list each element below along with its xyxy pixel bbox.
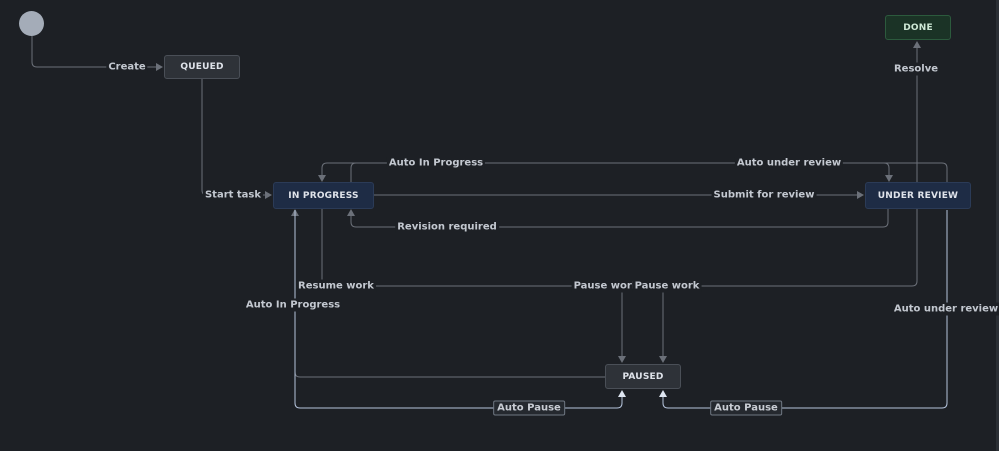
transition-label-auto-pause-left[interactable]: Auto Pause [493, 400, 565, 416]
transition-label-auto-pause-right[interactable]: Auto Pause [710, 400, 782, 416]
transition-label-revision-required[interactable]: Revision required [395, 220, 499, 234]
transition-label-start-task[interactable]: Start task [202, 188, 264, 202]
edge-resume-work [291, 209, 606, 378]
transition-label-auto-under-review-right[interactable]: Auto under review [891, 302, 999, 316]
transition-label-pause-work-left[interactable]: Pause work [571, 279, 641, 293]
transition-label-resume-work[interactable]: Resume work [296, 279, 376, 293]
edge-auto-pause-right [659, 210, 948, 409]
edge-auto-in-progress-top [318, 162, 948, 182]
start-node[interactable] [19, 11, 44, 36]
transition-label-submit-for-review[interactable]: Submit for review [711, 188, 817, 202]
transition-label-resolve[interactable]: Resolve [891, 62, 941, 76]
edge-create [31, 36, 163, 71]
status-node-done[interactable]: DONE [885, 15, 951, 40]
status-node-in-progress[interactable]: IN PROGRESS [273, 182, 374, 209]
status-node-under-review[interactable]: UNDER REVIEW [865, 182, 971, 209]
transition-label-auto-in-progress-top[interactable]: Auto In Progress [386, 156, 486, 170]
transition-label-auto-in-progress-left[interactable]: Auto In Progress [243, 298, 343, 312]
transition-label-auto-under-review-top[interactable]: Auto under review [734, 156, 844, 170]
transition-label-create[interactable]: Create [106, 60, 148, 74]
transition-label-pause-work-right[interactable]: Pause work [632, 279, 702, 293]
edge-revision-required [347, 209, 889, 228]
edge-auto-pause-left [294, 210, 626, 409]
status-node-queued[interactable]: QUEUED [164, 55, 240, 79]
edge-start-task [201, 79, 272, 199]
status-node-paused[interactable]: PAUSED [605, 364, 681, 389]
canvas-scrollbar-track [996, 0, 999, 451]
